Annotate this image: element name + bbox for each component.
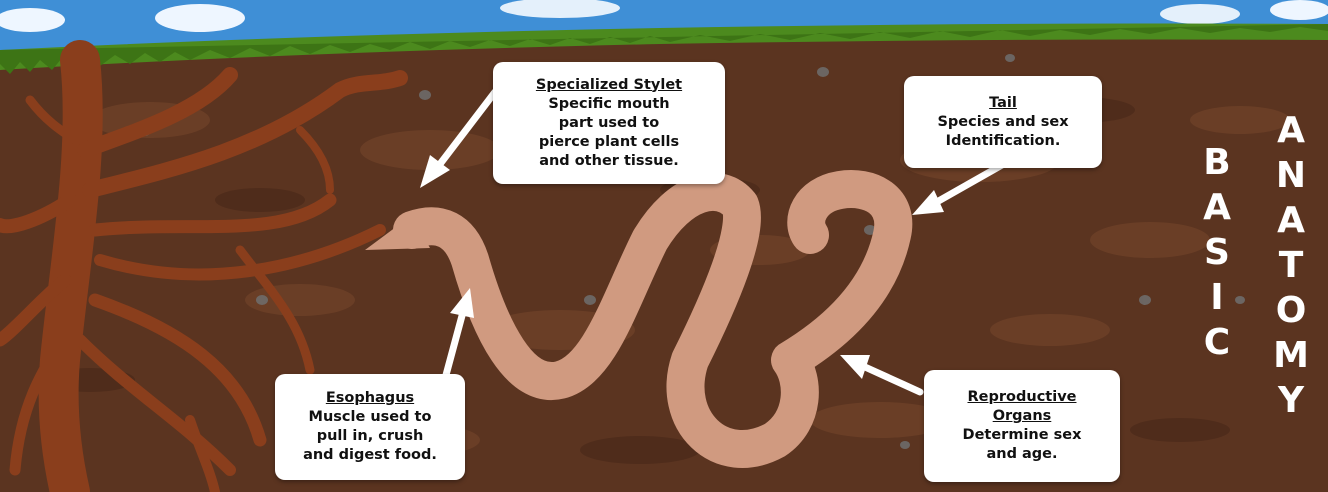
title-letter: A — [1277, 108, 1305, 153]
reproductive-line: Determine sex — [963, 426, 1082, 445]
stylet-label-box: Specialized Stylet Specific mouth part u… — [493, 62, 725, 184]
esophagus-label-box: Esophagus Muscle used to pull in, crush … — [275, 374, 465, 480]
cloud — [1160, 4, 1240, 24]
title-letter: A — [1277, 198, 1305, 243]
reproductive-label-box: Reproductive Organs Determine sex and ag… — [924, 370, 1120, 482]
stylet-line: and other tissue. — [539, 152, 679, 171]
title-letter: A — [1203, 185, 1231, 230]
tail-line: Species and sex — [937, 113, 1068, 132]
title-anatomy: A N A T O M Y — [1266, 108, 1316, 423]
title-letter: B — [1203, 140, 1230, 185]
tail-heading: Tail — [989, 94, 1017, 113]
reproductive-heading: Reproductive — [968, 388, 1077, 407]
title-letter: T — [1279, 243, 1304, 288]
esophagus-line: pull in, crush — [317, 427, 424, 446]
cloud — [1270, 0, 1328, 20]
title-letter: M — [1273, 333, 1309, 378]
tail-label-box: Tail Species and sex Identification. — [904, 76, 1102, 168]
tail-line: Identification. — [946, 132, 1061, 151]
title-letter: I — [1210, 275, 1223, 320]
title-basic: B A S I C — [1192, 140, 1242, 365]
stylet-heading: Specialized Stylet — [536, 76, 682, 95]
esophagus-line: Muscle used to — [309, 408, 432, 427]
esophagus-line: and digest food. — [303, 446, 437, 465]
title-letter: N — [1276, 153, 1306, 198]
title-letter: C — [1204, 320, 1230, 365]
stylet-line: part used to — [559, 114, 659, 133]
title-letter: O — [1276, 288, 1307, 333]
cloud — [155, 4, 245, 32]
stylet-line: Specific mouth — [548, 95, 669, 114]
stylet-line: pierce plant cells — [539, 133, 679, 152]
title-letter: S — [1204, 230, 1230, 275]
esophagus-heading: Esophagus — [326, 389, 414, 408]
reproductive-heading: Organs — [993, 407, 1052, 426]
reproductive-line: and age. — [986, 445, 1057, 464]
title-letter: Y — [1278, 378, 1304, 423]
